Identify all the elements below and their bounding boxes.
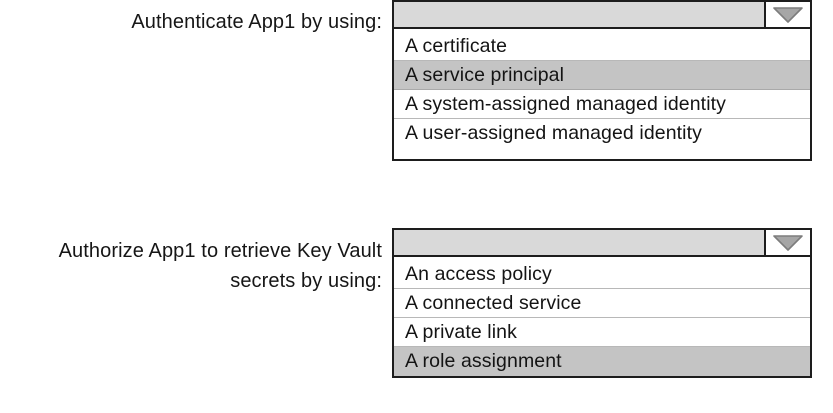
authenticate-option-list[interactable]: A certificate A service principal A syst… (392, 29, 812, 161)
authorize-combo-field[interactable] (392, 228, 812, 257)
authenticate-dropdown-button[interactable] (766, 2, 810, 27)
chevron-down-icon (773, 234, 803, 251)
authenticate-selected-value[interactable] (394, 2, 766, 27)
authorize-dropdown[interactable]: An access policy A connected service A p… (392, 228, 812, 378)
list-item[interactable]: A certificate (394, 32, 810, 61)
list-item[interactable]: An access policy (394, 260, 810, 289)
chevron-down-icon (773, 6, 803, 23)
authorize-selected-value[interactable] (394, 230, 766, 255)
list-item[interactable]: A system-assigned managed identity (394, 90, 810, 119)
authenticate-combo-field[interactable] (392, 0, 812, 29)
list-item[interactable]: A service principal (394, 61, 810, 90)
authorize-dropdown-button[interactable] (766, 230, 810, 255)
list-item[interactable]: A private link (394, 318, 810, 347)
list-item[interactable]: A role assignment (394, 347, 810, 376)
list-item[interactable]: A user-assigned managed identity (394, 119, 810, 148)
question-block-authenticate: Authenticate App1 by using: A certificat… (0, 0, 833, 161)
list-item[interactable]: A connected service (394, 289, 810, 318)
question-block-authorize: Authorize App1 to retrieve Key Vault sec… (0, 228, 833, 378)
authenticate-dropdown[interactable]: A certificate A service principal A syst… (392, 0, 812, 161)
authenticate-prompt-label: Authenticate App1 by using: (131, 11, 382, 33)
authorize-option-list[interactable]: An access policy A connected service A p… (392, 257, 812, 378)
authorize-prompt-label: Authorize App1 to retrieve Key Vault sec… (58, 240, 382, 292)
